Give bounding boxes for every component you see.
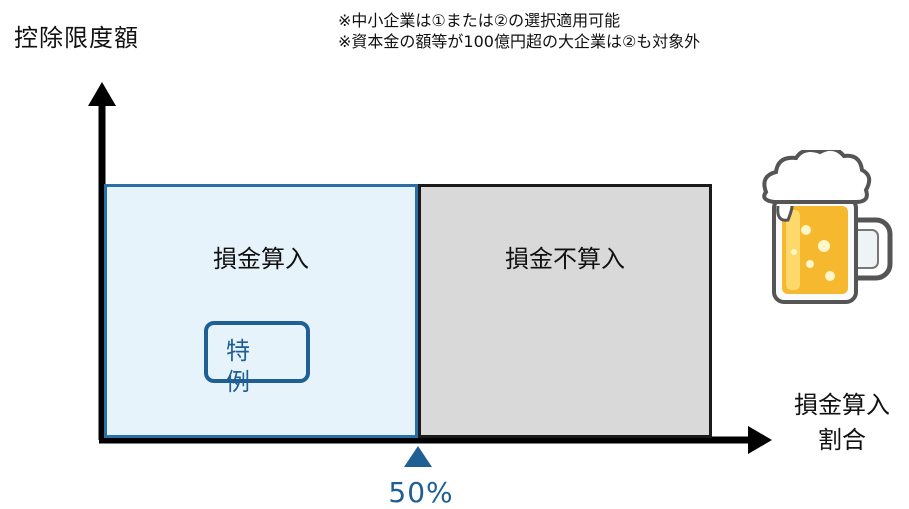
x-axis-label: 損金算入 割合	[776, 388, 908, 458]
special-case-label: 特例	[226, 337, 250, 396]
y-axis-label: 控除限度額	[14, 24, 139, 52]
note-2: ※資本金の額等が100億円超の大企業は②も対象外	[338, 32, 701, 51]
deductible-region: 損金算入	[104, 184, 418, 438]
notes: ※中小企業は①または②の選択適用可能 ※資本金の額等が100億円超の大企業は②も…	[338, 10, 700, 52]
x-axis-label-line1: 損金算入	[794, 391, 890, 419]
note-1: ※中小企業は①または②の選択適用可能	[338, 11, 621, 30]
nondeductible-label: 損金不算入	[505, 245, 625, 273]
threshold-marker	[404, 446, 432, 467]
y-axis-arrowhead	[88, 82, 116, 106]
special-case-box	[204, 321, 310, 383]
deductible-label: 損金算入	[213, 245, 309, 273]
x-axis-arrowhead	[748, 426, 772, 454]
threshold-label: 50%	[388, 476, 454, 509]
x-axis-label-line2: 割合	[818, 426, 866, 454]
nondeductible-region: 損金不算入	[418, 184, 712, 438]
beer-mug-icon	[762, 150, 893, 304]
